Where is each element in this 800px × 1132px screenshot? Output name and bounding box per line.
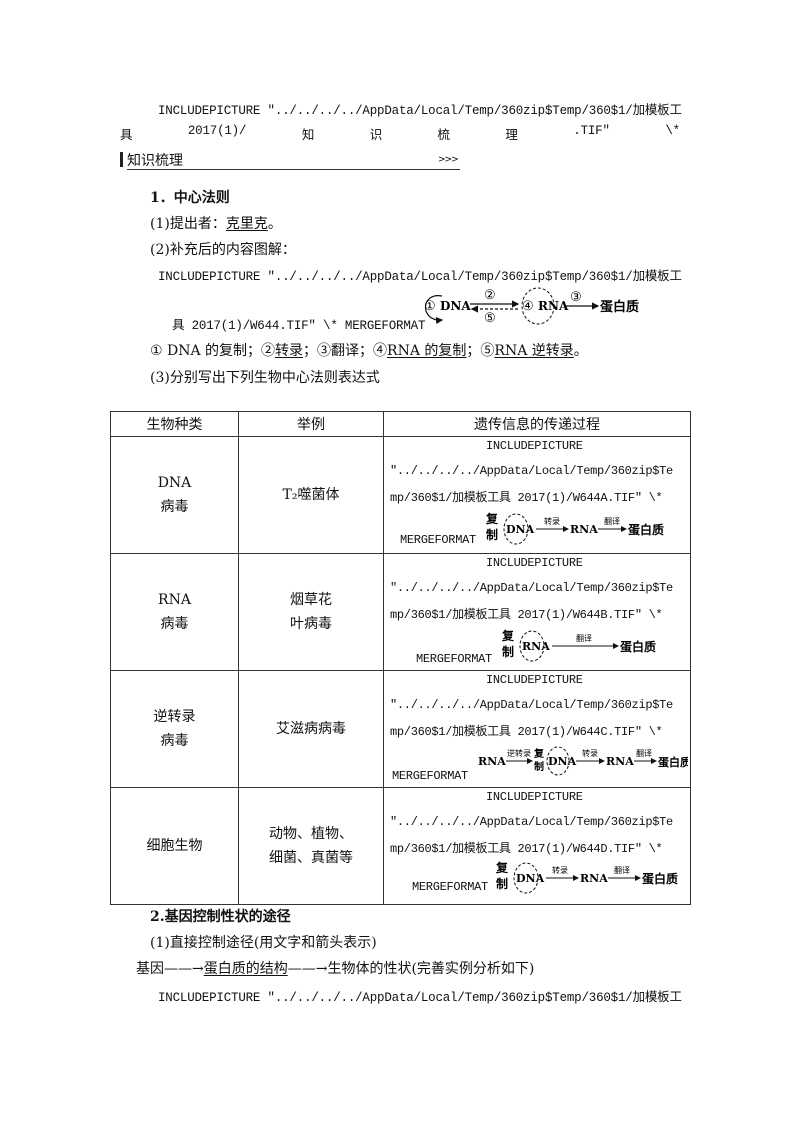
svg-text:翻译: 翻译	[636, 749, 652, 758]
node-dna: DNA	[440, 299, 471, 313]
svg-text:转录: 转录	[582, 748, 598, 758]
section-header: 知识梳理 >>>	[120, 149, 460, 171]
svg-text:蛋白质: 蛋白质	[628, 522, 664, 537]
svg-text:蛋白质: 蛋白质	[620, 639, 656, 654]
item-diagram-intro: (2)补充后的内容图解：	[150, 242, 296, 258]
label-4: ④	[522, 299, 534, 314]
svg-text:复: 复	[502, 628, 515, 643]
rna-replication-loop	[521, 287, 555, 325]
node-protein: 蛋白质	[600, 299, 639, 315]
chevron-right-icon: >>>	[438, 155, 459, 165]
node-rna: RNA	[538, 299, 569, 313]
table-row: 逆转录病毒 艾滋病病毒 INCLUDEPICTURE "../../../../…	[110, 670, 691, 788]
transfer-process: INCLUDEPICTURE "../../../../AppData/Loca…	[383, 787, 691, 905]
svg-text:蛋白质: 蛋白质	[642, 871, 678, 886]
organism-kind: 逆转录病毒	[110, 670, 239, 788]
flow-expression: 基因——→蛋白质的结构——→生物体的性状(完善实例分析如下)	[136, 961, 535, 977]
svg-text:制: 制	[496, 876, 508, 891]
item-direct-control: (1)直接控制途径(用文字和箭头表示)	[150, 935, 377, 951]
label-3: ③	[570, 290, 582, 305]
section-title: 知识梳理	[127, 153, 183, 169]
label-5: ⑤	[484, 311, 496, 326]
svg-text:逆转录: 逆转录	[507, 748, 531, 758]
svg-text:制: 制	[486, 527, 498, 542]
svg-text:RNA: RNA	[522, 640, 550, 653]
organism-example: T₂噬菌体	[238, 436, 384, 554]
replication-arrow	[425, 295, 444, 325]
column-header: 生物种类	[110, 411, 239, 437]
table-header-row: 生物种类 举例 遗传信息的传递过程	[110, 411, 691, 437]
svg-text:DNA: DNA	[548, 755, 577, 768]
svg-text:DNA: DNA	[506, 523, 535, 536]
include-field-line: INCLUDEPICTURE "../../../../AppData/Loca…	[158, 991, 682, 1005]
answer-blank: RNA 逆转录	[494, 343, 574, 359]
svg-text:翻译: 翻译	[576, 634, 592, 643]
column-header: 举例	[238, 411, 384, 437]
section-divider	[127, 169, 460, 170]
svg-text:翻译: 翻译	[614, 866, 630, 875]
svg-text:复: 复	[486, 511, 499, 526]
process-figure: RNA 逆转录 复 制 DNA 转录 RNA 翻译 蛋白质	[478, 746, 688, 776]
organism-example: 烟草花叶病毒	[238, 553, 384, 671]
organism-kind: 细胞生物	[110, 787, 239, 905]
column-header: 遗传信息的传递过程	[383, 411, 691, 437]
answer-blank: 克里克	[225, 216, 268, 232]
transfer-process: INCLUDEPICTURE "../../../../AppData/Loca…	[383, 436, 691, 554]
svg-text:制: 制	[534, 760, 544, 773]
section-marker	[120, 152, 123, 167]
transfer-process: INCLUDEPICTURE "../../../../AppData/Loca…	[383, 553, 691, 671]
table-row: 细胞生物 动物、植物、细菌、真菌等 INCLUDEPICTURE "../../…	[110, 787, 691, 905]
heading-gene-control: 2.基因控制性状的途径	[150, 909, 291, 925]
organism-example: 艾滋病病毒	[238, 670, 384, 788]
answer-blank: 转录	[275, 343, 304, 359]
svg-text:RNA: RNA	[570, 523, 598, 536]
svg-text:蛋白质: 蛋白质	[658, 755, 688, 769]
process-figure: 复 制 DNA 转录 RNA 翻译 蛋白质	[496, 860, 678, 894]
svg-text:制: 制	[502, 644, 514, 659]
label-1: ①	[424, 299, 436, 314]
svg-text:复: 复	[496, 860, 509, 875]
central-dogma-diagram: ① DNA ② ⑤ ④ RNA ③ 蛋白质	[424, 287, 639, 326]
answer-blank: RNA 的复制	[387, 343, 467, 359]
answer-blank: 蛋白质的结构	[203, 961, 288, 977]
svg-text:转录: 转录	[544, 516, 560, 526]
include-field-line: 具 2017(1)/W644.TIF" \* MERGEFORMAT	[172, 319, 426, 333]
organism-example: 动物、植物、细菌、真菌等	[238, 787, 384, 905]
svg-text:RNA: RNA	[606, 755, 634, 768]
transfer-process: INCLUDEPICTURE "../../../../AppData/Loca…	[383, 670, 691, 788]
svg-text:DNA: DNA	[516, 872, 545, 885]
diagram-legend: ① DNA 的复制；②转录；③翻译；④RNA 的复制；⑤RNA 逆转录。	[150, 343, 588, 359]
include-field-line: 具 2017(1)/ 知 识 梳 理 .TIF" \*	[120, 124, 680, 143]
svg-text:转录: 转录	[552, 865, 568, 875]
heading-central-dogma: 1．中心法则	[150, 190, 230, 206]
include-field-line: INCLUDEPICTURE "../../../../AppData/Loca…	[158, 104, 682, 118]
item-proposer: (1)提出者：克里克。	[150, 216, 282, 232]
item-expressions: (3)分别写出下列生物中心法则表达式	[150, 370, 380, 386]
process-figure: 复 制 RNA 翻译 蛋白质	[502, 628, 656, 662]
svg-text:RNA: RNA	[580, 872, 608, 885]
svg-text:复: 复	[533, 747, 545, 760]
svg-text:RNA: RNA	[478, 755, 506, 768]
label-2: ②	[484, 288, 496, 303]
include-field-line: INCLUDEPICTURE "../../../../AppData/Loca…	[158, 270, 682, 284]
svg-text:翻译: 翻译	[604, 517, 620, 526]
process-figure: 复 制 DNA 转录 RNA 翻译 蛋白质	[486, 511, 664, 545]
